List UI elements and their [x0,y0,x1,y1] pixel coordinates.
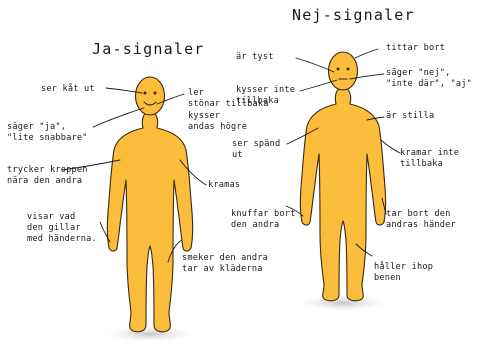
leader-ar-tyst [296,58,334,72]
label-visar-vad: visar vad den gillar med händerna. [27,212,97,245]
label-ser-kat-ut: ser kåt ut [41,84,95,95]
label-ler: ler [188,88,204,99]
label-trycker-kroppen: trycker kroppen nära den andra [7,165,88,187]
label-kysser-andas-hogre: kysser andas högre [188,111,247,133]
leader-sager-ja [93,108,144,127]
leader-tittar-bort [355,49,378,58]
label-ar-stilla: är stilla [386,111,434,122]
label-knuffar-bort: knuffar bort den andra [231,209,296,231]
label-ser-spand-ut: ser spänd ut [232,139,280,161]
nej-figure-body [300,88,385,301]
label-tittar-bort: tittar bort [386,43,445,54]
label-ar-tyst: är tyst [236,52,274,63]
label-sager-ja: säger "ja", "lite snabbare" [7,122,88,144]
nej-figure-head [329,52,358,90]
label-smeker: smeker den andra tar av kläderna [182,253,268,275]
label-haller-ihop-benen: håller ihop benen [374,262,433,284]
nej-signaler-title: Nej-signaler [292,6,415,24]
ja-figure-shadow [106,326,194,342]
nej-figure-shadow [299,295,387,311]
ja-figure-body [107,112,192,332]
leader-kramar-inte [381,140,400,153]
label-sager-nej: säger "nej", "inte där", "aj" [386,68,472,90]
label-kramas: kramas [208,180,240,191]
label-tar-bort-den: tar bort den andras händer [386,209,456,231]
ja-figure [107,77,192,332]
label-kramar-inte-tillbaka: kramar inte tillbaka [400,148,459,170]
nej-figure [300,52,385,301]
leader-kysser-inte [300,80,337,91]
label-kysser-inte-tillbaka: kysser inte tillbaka [236,85,295,107]
ja-signaler-title: Ja-signaler [92,40,205,58]
